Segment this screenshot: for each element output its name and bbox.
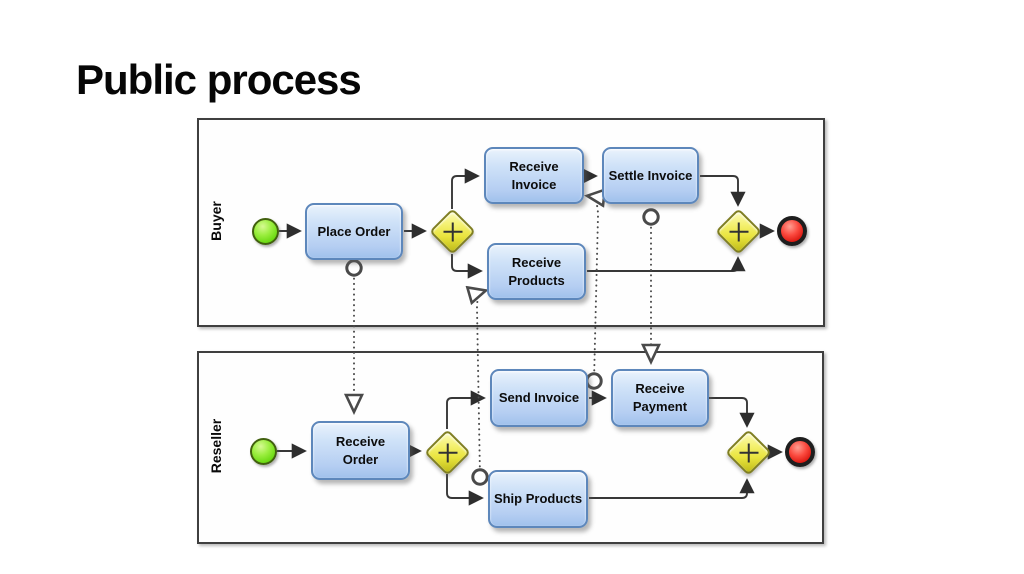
task-receive-invoice: Receive Invoice bbox=[484, 147, 584, 204]
task-send-invoice-label: Send Invoice bbox=[498, 390, 580, 406]
sequence-flow-fork-to-send-invoice bbox=[446, 390, 486, 429]
task-ship-products-label: Ship Products bbox=[493, 491, 583, 507]
task-settle-invoice: Settle Invoice bbox=[602, 147, 699, 204]
end-event-reseller bbox=[785, 437, 815, 467]
sequence-flow-ship-products-to-join bbox=[589, 478, 755, 499]
start-event-buyer bbox=[252, 218, 279, 245]
task-receive-products: Receive Products bbox=[487, 243, 586, 300]
task-settle-invoice-label: Settle Invoice bbox=[608, 167, 693, 183]
task-ship-products: Ship Products bbox=[488, 470, 588, 528]
task-place-order: Place Order bbox=[305, 203, 403, 260]
plus-icon bbox=[433, 438, 462, 467]
plus-icon bbox=[724, 217, 753, 246]
end-event-buyer bbox=[777, 216, 807, 246]
sequence-flow-payment-to-join bbox=[709, 397, 755, 428]
task-receive-products-label: Receive Products bbox=[508, 254, 565, 288]
plus-icon bbox=[438, 217, 467, 246]
page-title: Public process bbox=[76, 56, 362, 103]
sequence-flow-settle-to-join bbox=[700, 175, 746, 207]
start-event-reseller bbox=[250, 438, 277, 465]
task-receive-invoice-label: Receive Invoice bbox=[509, 158, 559, 192]
task-receive-payment-label: Receive Payment bbox=[632, 381, 688, 414]
task-receive-order: Receive Order bbox=[311, 421, 410, 480]
sequence-flow-fork-to-ship-products bbox=[446, 474, 484, 506]
plus-icon bbox=[734, 438, 763, 467]
task-place-order-label: Place Order bbox=[317, 223, 391, 239]
task-receive-order-label: Receive Order bbox=[335, 433, 386, 467]
sequence-flow-fork-to-receive-invoice bbox=[451, 168, 480, 209]
task-receive-payment: Receive Payment bbox=[611, 369, 709, 427]
sequence-flow-receive-products-to-join bbox=[587, 256, 746, 272]
sequence-flow-fork-to-receive-products bbox=[451, 254, 483, 279]
message-flow-send-invoice-to-receive-invoice bbox=[589, 196, 598, 381]
message-flow-ship-products-to-receive-products bbox=[477, 291, 484, 477]
task-send-invoice: Send Invoice bbox=[490, 369, 588, 427]
